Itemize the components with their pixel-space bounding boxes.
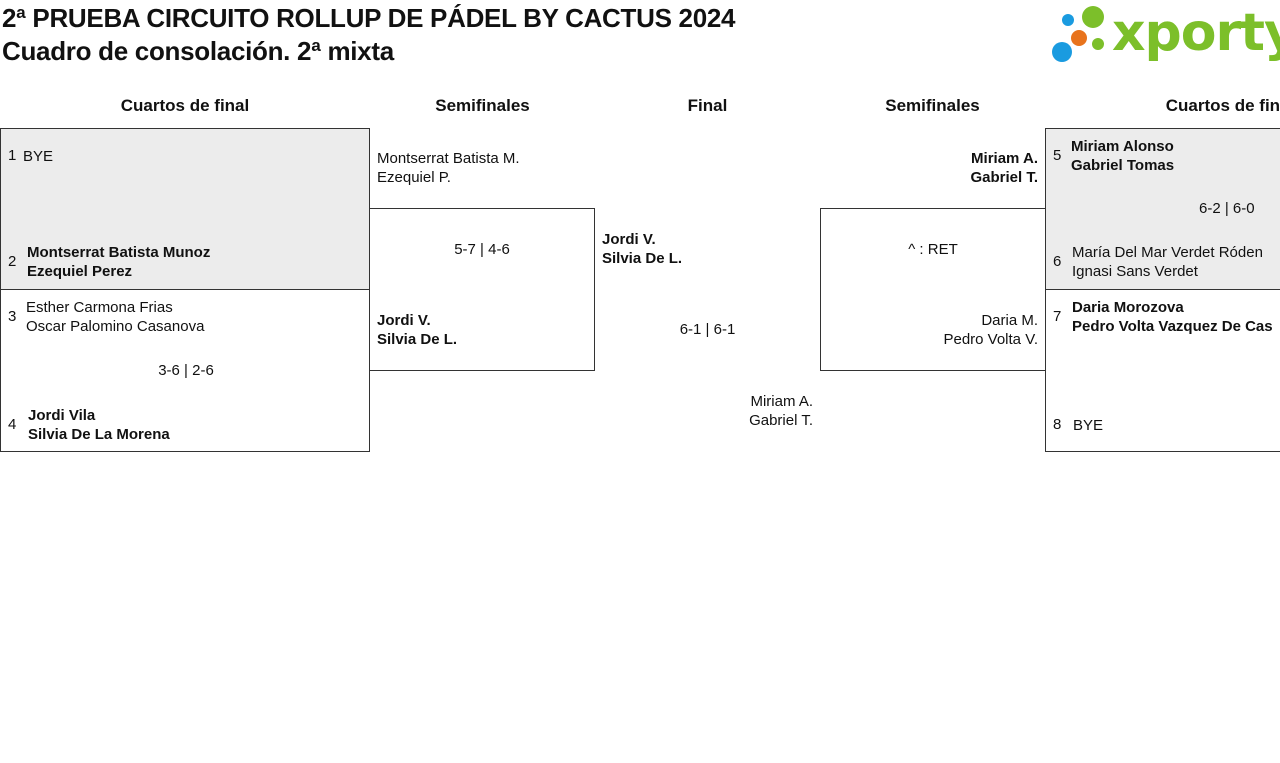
team-name: BYE [23,148,54,165]
team-player-2: Silvia De La Morena [28,426,170,443]
match-score: 6-2 | 6-0 [1199,200,1255,217]
team-player-1: Miriam Alonso [1071,138,1174,155]
logo-dot-blue-small-icon [1062,14,1074,26]
left-sf-team-a-player-2: Ezequiel P. [377,169,451,186]
right-qf-match-1: 5 Miriam Alonso Gabriel Tomas 6-2 | 6-0 … [1045,128,1280,290]
team-player-1: Esther Carmona Frias [26,299,173,316]
match-score: 5-7 | 4-6 [454,241,510,258]
round-header-final: Final [687,96,728,115]
logo-dot-orange-icon [1071,30,1087,46]
logo-dot-green-icon [1082,6,1104,28]
final-team-a-player-1: Jordi V. [602,231,656,248]
team-player-2: Pedro Volta Vazquez De Cas [1072,318,1273,335]
round-header-right-qf: Cuartos de final [1165,96,1280,115]
team-player-2: Gabriel Tomas [1071,157,1175,174]
seed-number: 1 [8,147,17,164]
match-status: ^ : RET [908,241,958,258]
team-player-2: Pedro Volta V. [943,331,1038,348]
right-sf-match: ^ : RET Daria M. Pedro Volta V. [820,208,1046,371]
round-header-left-sf: Semifinales [435,96,530,115]
final-team-b-player-2: Gabriel T. [749,412,813,429]
logo-dot-blue-icon [1052,42,1072,62]
team-player-2: Ignasi Sans Verdet [1072,263,1198,280]
logo-text: xporty [1112,3,1280,63]
left-qf-match-1: 1 BYE 2 Montserrat Batista Munoz Ezequie… [0,128,370,290]
final-team-b-player-1: Miriam A. [750,393,813,410]
seed-number: 3 [8,308,17,325]
xporty-logo: xporty [1050,3,1280,66]
right-sf-team-a-player-1: Miriam A. [971,150,1038,167]
round-header-left-qf: Cuartos de final [120,96,250,115]
round-header-right-sf: Semifinales [885,96,980,115]
team-player-1: Jordi Vila [28,407,96,424]
left-qf-match-2: 3 Esther Carmona Frias Oscar Palomino Ca… [0,289,370,452]
page-title: 2ª PRUEBA CIRCUITO ROLLUP DE PÁDEL BY CA… [2,3,736,33]
team-player-2: Ezequiel Perez [27,263,133,280]
match-score: 3-6 | 2-6 [158,362,214,379]
team-player-2: Oscar Palomino Casanova [26,318,205,335]
logo-dot-green-small-icon [1092,38,1104,50]
right-sf-team-a-player-2: Gabriel T. [970,169,1038,186]
seed-number: 2 [8,253,17,270]
team-name: BYE [1073,417,1104,434]
seed-number: 8 [1053,416,1062,433]
team-player-1: Montserrat Batista Munoz [27,244,211,261]
right-qf-match-2: 7 Daria Morozova Pedro Volta Vazquez De … [1045,289,1280,452]
team-player-1: María Del Mar Verdet Róden [1072,244,1263,261]
final-score: 6-1 | 6-1 [679,321,736,338]
left-sf-match: 5-7 | 4-6 Jordi V. Silvia De L. [369,208,595,371]
team-player-1: Jordi V. [377,312,431,329]
seed-number: 6 [1053,253,1062,270]
team-player-1: Daria Morozova [1072,299,1184,316]
left-sf-team-a-player-1: Montserrat Batista M. [377,150,520,167]
team-player-1: Daria M. [981,312,1038,329]
final-team-a-player-2: Silvia De L. [602,250,683,267]
seed-number: 7 [1053,308,1062,325]
seed-number: 5 [1053,147,1062,164]
team-player-2: Silvia De L. [377,331,458,348]
seed-number: 4 [8,416,17,433]
page-subtitle: Cuadro de consolación. 2ª mixta [2,36,394,66]
